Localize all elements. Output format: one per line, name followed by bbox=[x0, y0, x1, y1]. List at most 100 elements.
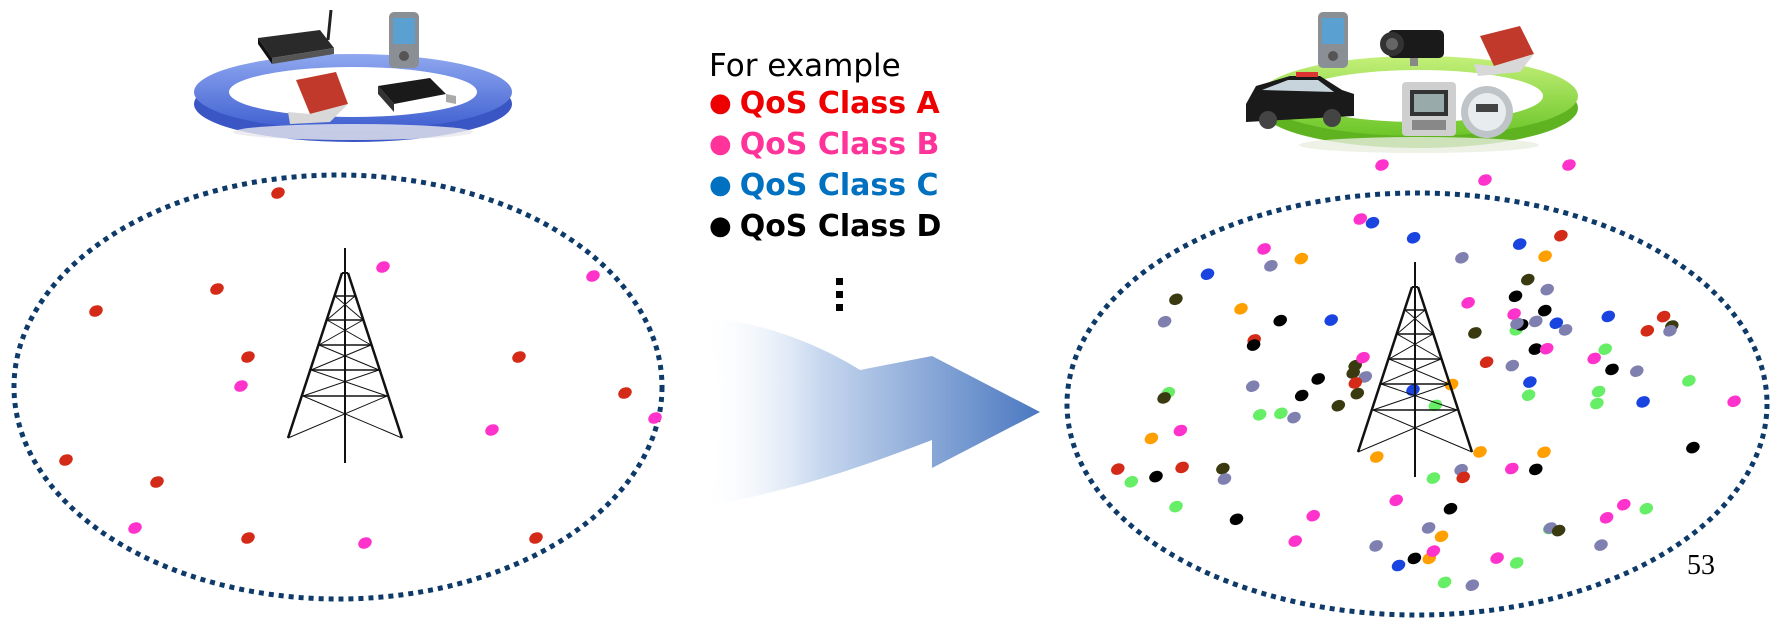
wireless-router-icon bbox=[258, 9, 334, 64]
device-dot-gray bbox=[1264, 260, 1278, 272]
device-dot-orange bbox=[1473, 446, 1487, 458]
cctv-camera-icon bbox=[1380, 30, 1444, 66]
device-dot-gray bbox=[1505, 359, 1520, 372]
legend-title: For example bbox=[709, 48, 901, 84]
device-dot-black bbox=[1311, 373, 1325, 385]
legend-item-class-d: ●QoS Class D bbox=[709, 207, 989, 248]
device-dot-black bbox=[1229, 513, 1244, 526]
device-dot-pink bbox=[1389, 494, 1403, 507]
device-dot-green bbox=[1521, 389, 1536, 401]
laptop-icon bbox=[1474, 26, 1534, 76]
device-dot-pink bbox=[1288, 535, 1302, 547]
device-dot-class-a bbox=[618, 387, 632, 399]
device-dot-blue bbox=[1200, 268, 1215, 280]
device-dot-green bbox=[1590, 397, 1604, 410]
police-car-icon bbox=[1246, 72, 1354, 129]
device-dot-class-b bbox=[586, 270, 600, 282]
device-dot-black bbox=[1443, 502, 1458, 515]
device-dot-class-a bbox=[241, 532, 255, 544]
device-dot-red bbox=[1456, 471, 1470, 484]
device-dot-orange bbox=[1538, 250, 1552, 262]
device-dot-class-b bbox=[358, 537, 372, 549]
device-dot-gray bbox=[1540, 283, 1554, 296]
device-dot-red bbox=[1656, 310, 1671, 323]
device-dot-pink bbox=[1478, 174, 1492, 186]
device-dot-olive bbox=[1521, 273, 1535, 286]
device-dot-pink bbox=[1599, 512, 1614, 524]
device-dot-gray bbox=[1217, 473, 1232, 485]
device-dot-olive bbox=[1216, 462, 1230, 475]
legend-item-label: QoS Class D bbox=[739, 209, 942, 244]
device-dot-class-b bbox=[648, 412, 662, 424]
usb-modem-icon bbox=[378, 78, 456, 112]
legend-item-label: QoS Class C bbox=[739, 168, 939, 203]
qos-legend: For example ●QoS Class A ●QoS Class B ●Q… bbox=[709, 48, 989, 248]
health-monitor-icon bbox=[1402, 82, 1456, 136]
transition-arrow bbox=[700, 318, 1040, 505]
device-dot-green bbox=[1639, 502, 1654, 515]
device-dot-pink bbox=[1587, 352, 1601, 365]
device-dot-orange bbox=[1294, 252, 1309, 265]
device-dot-gray bbox=[1369, 540, 1383, 552]
legend-item-class-b: ●QoS Class B bbox=[709, 125, 989, 166]
device-dot-red bbox=[1479, 356, 1494, 368]
bullet-icon: ● bbox=[709, 88, 732, 118]
device-dot-black bbox=[1686, 441, 1700, 454]
device-dot-black bbox=[1273, 314, 1287, 327]
device-dot-class-a bbox=[89, 305, 103, 317]
legend-item-label: QoS Class B bbox=[739, 127, 940, 162]
left-device-ring bbox=[194, 9, 512, 142]
device-dot-pink bbox=[1505, 462, 1519, 475]
device-dot-pink bbox=[1257, 243, 1271, 255]
device-dot-gray bbox=[1558, 324, 1573, 336]
device-dot-pink bbox=[1727, 395, 1741, 408]
device-dot-pink bbox=[1617, 498, 1631, 511]
device-dot-black bbox=[1605, 363, 1619, 376]
device-dot-red bbox=[1640, 325, 1655, 337]
device-dot-olive bbox=[1468, 327, 1482, 339]
device-dot-green bbox=[1426, 472, 1441, 484]
device-dot-gray bbox=[1663, 325, 1677, 337]
pda-phone-icon bbox=[389, 12, 419, 68]
device-dot-pink bbox=[1353, 213, 1368, 225]
device-dot-gray bbox=[1421, 522, 1436, 534]
device-dot-red bbox=[1111, 463, 1125, 475]
right-device-ring bbox=[1246, 12, 1578, 153]
page-number: 53 bbox=[1687, 550, 1715, 581]
device-dot-class-b bbox=[485, 424, 499, 436]
device-dot-blue bbox=[1523, 376, 1537, 388]
left-cell bbox=[11, 172, 665, 602]
device-dot-class-a bbox=[271, 187, 285, 199]
device-dot-black bbox=[1294, 389, 1309, 402]
legend-item-label: QoS Class A bbox=[739, 86, 940, 121]
device-dot-gray bbox=[1594, 539, 1608, 551]
device-dot-pink bbox=[1507, 308, 1521, 320]
device-dot-gray bbox=[1455, 252, 1469, 264]
device-dot-blue bbox=[1549, 317, 1564, 329]
device-dot-green bbox=[1591, 385, 1606, 398]
device-dot-gray bbox=[1510, 317, 1524, 330]
device-dot-black bbox=[1508, 290, 1523, 303]
laptop-icon bbox=[288, 72, 348, 124]
left-device-dots bbox=[59, 187, 662, 549]
device-dot-green bbox=[1169, 500, 1183, 513]
device-dot-pink bbox=[1356, 351, 1370, 364]
device-dot-olive bbox=[1331, 399, 1346, 412]
device-dot-orange bbox=[1537, 446, 1551, 459]
smart-meter-icon bbox=[1461, 86, 1513, 138]
device-dot-pink bbox=[1173, 424, 1188, 437]
device-dot-black bbox=[1407, 552, 1422, 565]
device-dot-gray bbox=[1287, 411, 1301, 424]
device-dot-class-b bbox=[234, 380, 248, 392]
legend-item-class-c: ●QoS Class C bbox=[709, 166, 989, 207]
device-dot-class-a bbox=[210, 283, 224, 295]
device-dot-class-a bbox=[150, 476, 164, 488]
cell-tower-icon bbox=[1356, 262, 1474, 477]
device-dot-olive bbox=[1169, 293, 1183, 306]
continuation-ellipsis bbox=[836, 278, 856, 317]
left-cell-boundary bbox=[11, 172, 665, 602]
device-dot-gray bbox=[1529, 315, 1543, 328]
device-dot-blue bbox=[1636, 396, 1650, 408]
device-dot-blue bbox=[1406, 232, 1421, 244]
device-dot-pink bbox=[1306, 509, 1320, 522]
